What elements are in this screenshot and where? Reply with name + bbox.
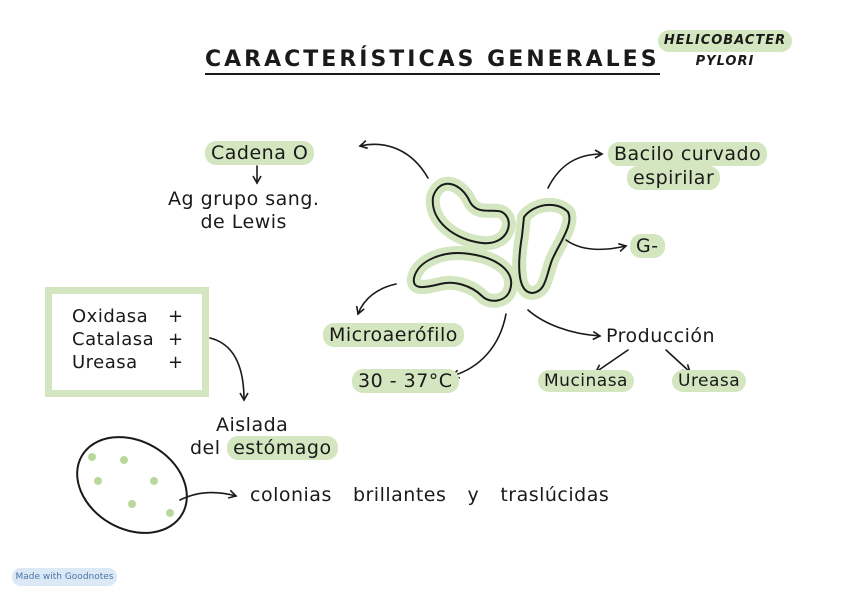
arrow-to-temperature — [450, 313, 507, 379]
test-name: Oxidasa — [72, 306, 149, 327]
colony-dot — [150, 477, 158, 485]
ureasa-enzyme-label: Ureasa — [672, 370, 747, 392]
page-title: CARACTERÍSTICAS GENERALES — [205, 47, 660, 75]
arrow-to-produccion — [527, 309, 602, 341]
test-row-oxidasa: Oxidasa + — [72, 306, 183, 327]
arrow-to-bacilo — [547, 149, 604, 189]
cadena-o-label: Cadena O — [205, 141, 315, 165]
colonies-word-1: colonias — [250, 484, 332, 506]
aislada-line2: del estómago — [190, 436, 338, 460]
antigen-line2: de Lewis — [200, 211, 287, 233]
bacterium-name: HELICOBACTER PYLORI — [655, 30, 795, 72]
bacterium-name-line2: PYLORI — [695, 54, 755, 69]
arrow-to-gram — [565, 239, 628, 253]
colonies-text: colonias brillantes y traslúcidas — [250, 484, 609, 506]
petri-dish — [76, 436, 188, 534]
arrow-to-mucinasa — [594, 349, 629, 373]
test-name: Catalasa — [72, 329, 155, 350]
colonies-word-3: y — [467, 484, 480, 506]
produccion-label: Producción — [606, 325, 716, 347]
tests-box: Oxidasa + Catalasa + Ureasa + — [45, 287, 209, 397]
goodnotes-badge[interactable]: Made with Goodnotes — [12, 568, 117, 586]
colony-dot — [166, 509, 174, 517]
test-result: + — [168, 329, 184, 350]
espirilar-label: espirilar — [627, 166, 721, 190]
bacteria-illustration — [406, 176, 577, 308]
aislada-del: del — [190, 437, 221, 459]
colony-dot — [128, 500, 136, 508]
colonies-word-4: traslúcidas — [500, 484, 610, 506]
arrow-box-to-aislada — [209, 337, 249, 402]
test-result: + — [168, 352, 184, 373]
bacterium-cell-2 — [512, 197, 577, 300]
test-name: Ureasa — [72, 352, 138, 373]
colonies-word-2: brillantes — [352, 484, 447, 506]
colony-dot — [120, 456, 128, 464]
colony-dot — [94, 477, 102, 485]
mucinasa-label: Mucinasa — [538, 370, 634, 392]
estomago-highlight: estómago — [227, 436, 338, 460]
arrow-to-ureasa — [665, 349, 692, 374]
antigen-label: Ag grupo sang. de Lewis — [168, 188, 319, 234]
arrow-to-cadena — [358, 139, 429, 179]
arrow-dish-to-colonias — [179, 489, 238, 501]
colony-dot — [88, 453, 96, 461]
microaerofilo-label: Microaerófilo — [323, 323, 464, 347]
test-result: + — [168, 306, 184, 327]
arrow-to-microaerofilo — [355, 283, 397, 316]
temperature-label: 30 - 37°C — [352, 369, 459, 393]
test-row-ureasa: Ureasa + — [72, 352, 183, 373]
aislada-line1: Aislada — [216, 414, 289, 436]
antigen-line1: Ag grupo sang. — [168, 188, 320, 210]
gram-label: G- — [630, 234, 665, 258]
bacterium-name-line1: HELICOBACTER — [657, 30, 793, 52]
bacterium-cell-1 — [425, 176, 516, 251]
test-row-catalasa: Catalasa + — [72, 329, 183, 350]
bacilo-label: Bacilo curvado — [608, 142, 768, 166]
